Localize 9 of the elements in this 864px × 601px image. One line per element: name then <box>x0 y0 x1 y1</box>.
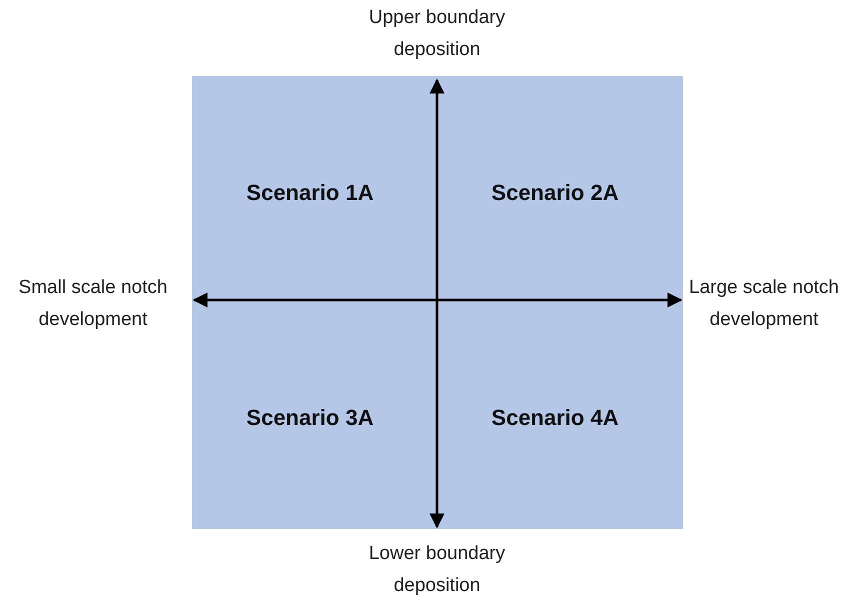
scenario-label: Scenario 3A <box>246 405 374 431</box>
scenario-label: Scenario 2A <box>491 180 619 206</box>
quadrant-panel <box>192 76 683 529</box>
axis-label: Lower boundary deposition <box>368 542 506 598</box>
axis-label: Upper boundary deposition <box>368 6 506 62</box>
axis-label: Small scale notch development <box>18 276 168 332</box>
axis-label: Large scale notch development <box>688 276 840 332</box>
scenario-label: Scenario 4A <box>491 405 619 431</box>
scenario-label: Scenario 1A <box>246 180 374 206</box>
